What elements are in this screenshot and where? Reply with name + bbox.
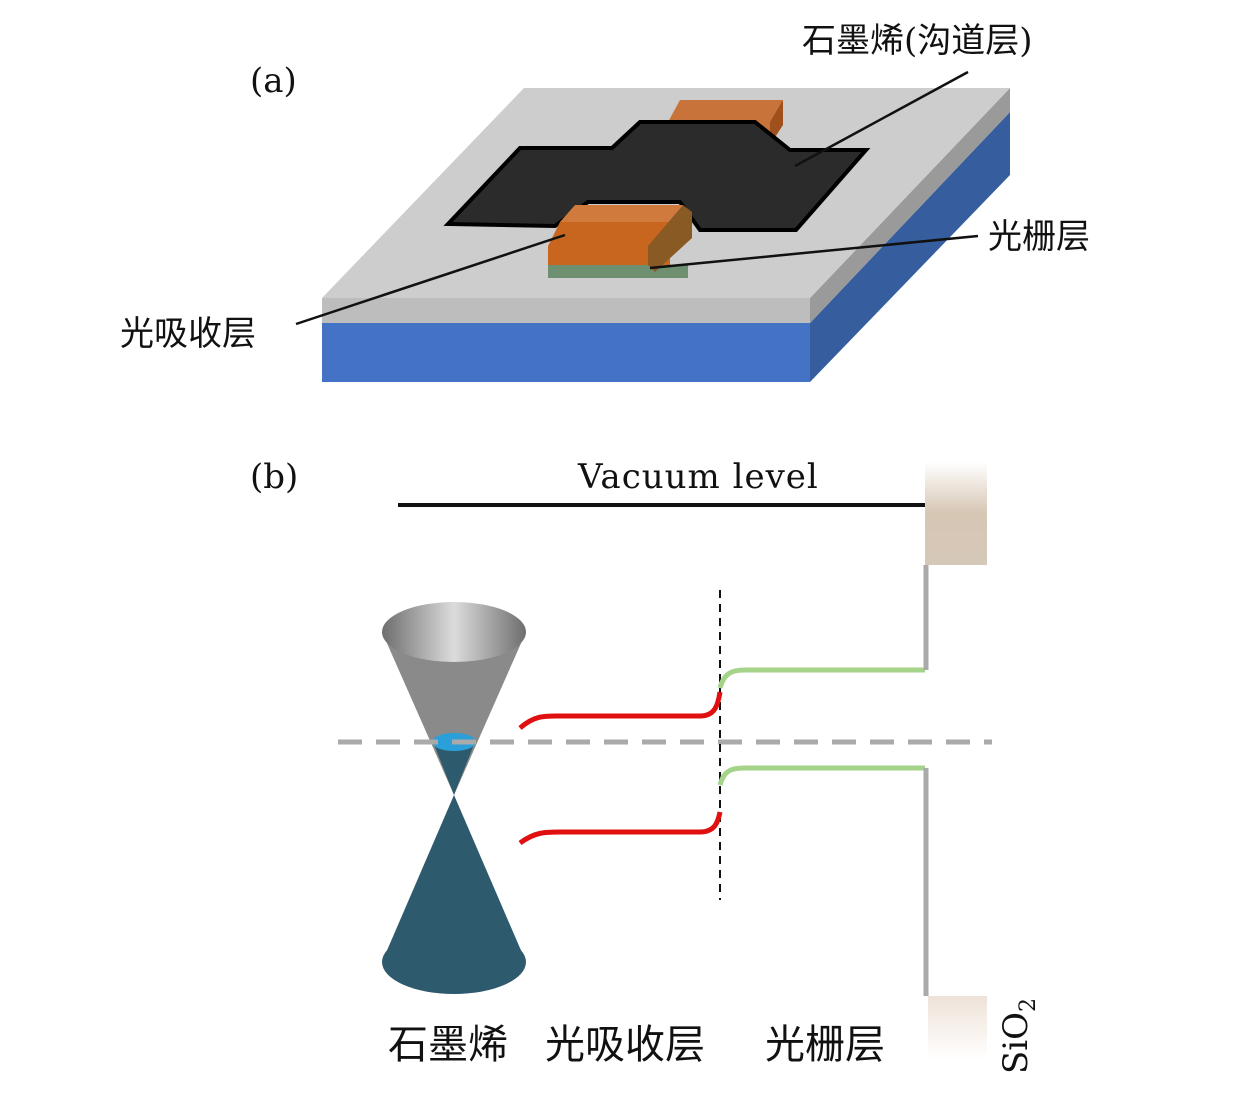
- filled-states: [433, 742, 475, 795]
- panel-b: (b) Vacuum level 石墨烯 光吸收层 光栅层 SiO2: [250, 457, 1041, 1074]
- panel-a-label: (a): [250, 61, 297, 101]
- panel-a: (a) 石墨烯(沟道层) 光栅层 光吸收层: [120, 21, 1090, 382]
- panel-b-label: (b): [250, 457, 298, 497]
- absorber-conduction-band: [518, 691, 723, 730]
- absorber-label-b: 光吸收层: [545, 1022, 705, 1068]
- graphene-leader: [794, 70, 969, 168]
- graphene-channel: [443, 120, 871, 232]
- upper-cone: [382, 632, 526, 795]
- grating-valence-band: [717, 765, 925, 786]
- graphene-label: 石墨烯: [388, 1022, 508, 1068]
- substrate-blue-front: [322, 323, 810, 382]
- oxide-front: [322, 298, 810, 323]
- front-pad: [548, 222, 670, 265]
- oxide-side: [810, 88, 1010, 323]
- substrate-blue-side: [810, 112, 1010, 382]
- grating-label: 光栅层: [988, 217, 1090, 257]
- absorber-valence-band: [518, 811, 723, 846]
- front-pad-top: [560, 205, 683, 222]
- absorber-label: 光吸收层: [120, 314, 256, 354]
- front-pad-side: [648, 205, 692, 272]
- sio2-bottom-block: [928, 996, 987, 1060]
- grating-label-b: 光栅层: [765, 1022, 885, 1068]
- back-pad-side: [770, 100, 783, 145]
- grating-conduction-band: [717, 667, 925, 689]
- absorber-leader: [295, 233, 566, 326]
- vacuum-level-label: Vacuum level: [577, 457, 819, 497]
- sio2-label: SiO2: [996, 998, 1041, 1074]
- graphene-channel-label: 石墨烯(沟道层): [802, 21, 1033, 61]
- upper-cone-top: [382, 602, 526, 662]
- lower-cone-bottom: [382, 930, 526, 994]
- lower-cone: [382, 795, 526, 962]
- sio2-top-block: [925, 462, 987, 565]
- grating-leader: [649, 234, 979, 270]
